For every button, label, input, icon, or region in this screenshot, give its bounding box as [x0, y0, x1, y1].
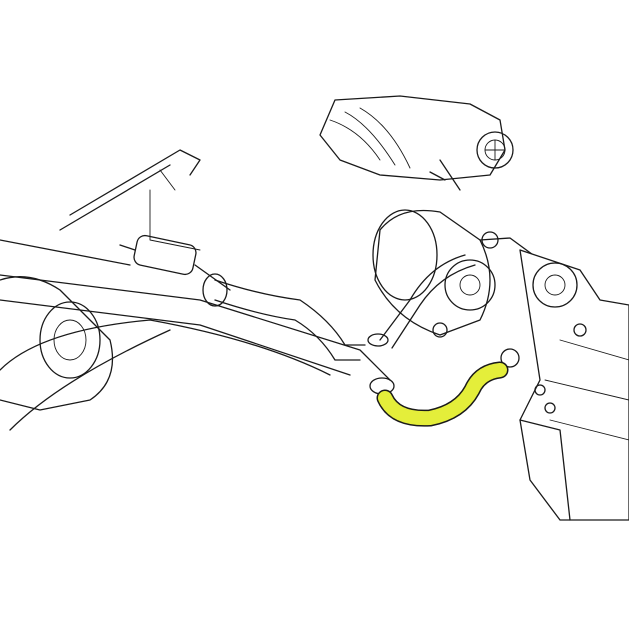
metal-tube	[367, 254, 476, 349]
air-box	[519, 249, 629, 521]
hose-clamp-right	[500, 348, 520, 368]
canister	[372, 209, 546, 338]
filter-assembly	[119, 234, 366, 361]
intake-manifold	[319, 95, 514, 191]
frame-rail	[0, 149, 391, 381]
highlighted-hose-fill	[378, 363, 507, 426]
left-assembly	[0, 276, 171, 431]
